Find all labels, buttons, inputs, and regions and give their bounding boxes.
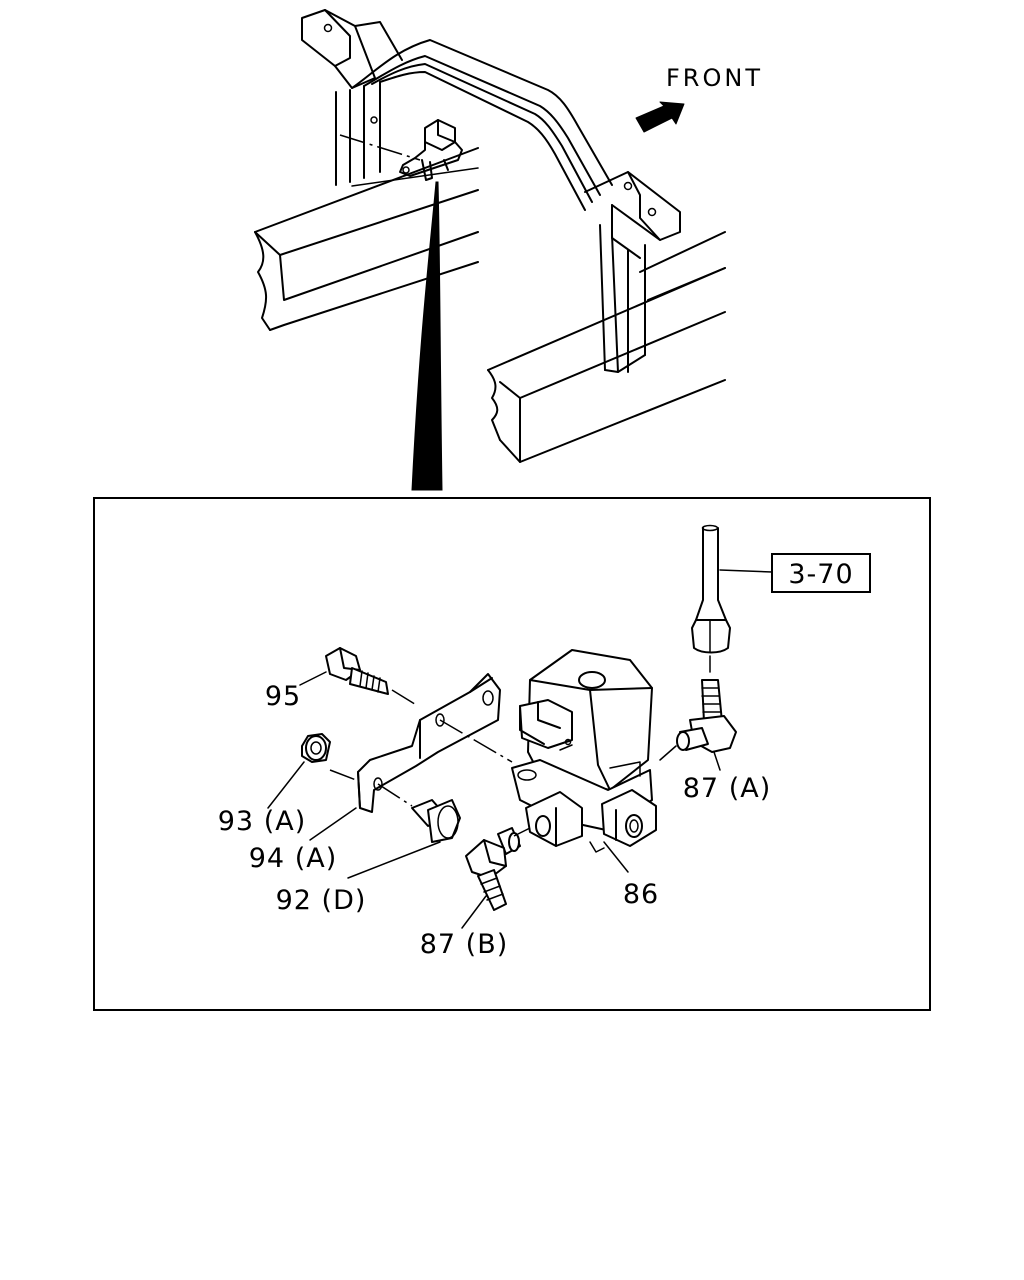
fitting-87b xyxy=(461,827,531,929)
front-arrow-icon xyxy=(635,101,685,133)
front-indicator: FRONT xyxy=(635,64,763,133)
callout-87b: 87 (B) xyxy=(420,929,509,960)
left-frame-rail xyxy=(254,147,479,331)
reference-label: 3-70 xyxy=(788,559,853,590)
cross-member xyxy=(301,9,681,373)
bolt-92d xyxy=(347,799,461,879)
reference-box: 3-70 xyxy=(771,553,871,593)
callout-87a: 87 (A) xyxy=(683,773,771,804)
fitting-87a xyxy=(659,655,737,771)
bracket-94a xyxy=(329,673,513,813)
nut-93a xyxy=(267,733,331,809)
callout-92d: 92 (D) xyxy=(276,885,367,916)
callout-95: 95 xyxy=(265,681,301,712)
valve-location-overview xyxy=(339,119,463,181)
detail-frame xyxy=(93,497,931,1011)
callout-labels: 95 93 (A) 94 (A) 92 (D) 87 (A) 86 87 (B) xyxy=(218,681,771,960)
detail-parts: 3-70 xyxy=(267,524,871,929)
front-label: FRONT xyxy=(666,64,763,92)
detail-pointer xyxy=(411,181,443,491)
chassis-overview: FRONT xyxy=(254,9,763,491)
solenoid-valve-86 xyxy=(511,649,657,873)
air-pipe xyxy=(691,524,773,654)
callout-86: 86 xyxy=(623,879,659,910)
callout-94a: 94 (A) xyxy=(249,843,337,874)
right-frame-rail xyxy=(487,231,726,463)
bolt-95 xyxy=(299,647,419,707)
callout-93a: 93 (A) xyxy=(218,806,306,837)
